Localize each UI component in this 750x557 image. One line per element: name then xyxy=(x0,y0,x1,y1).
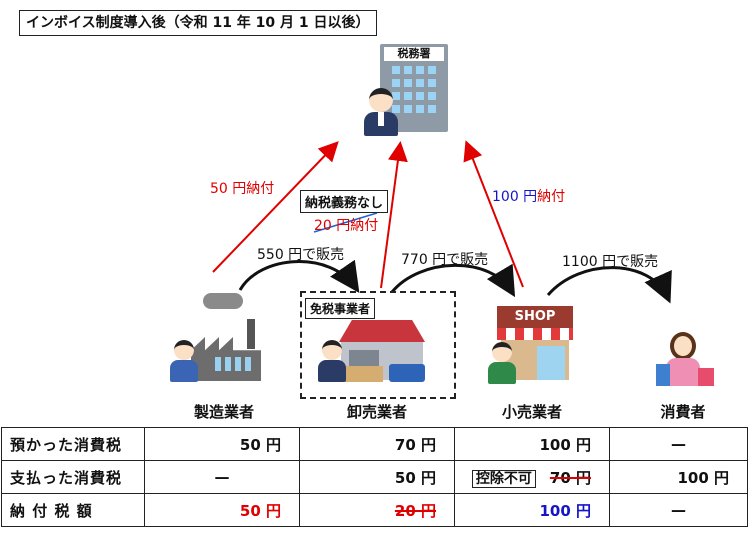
shop-sign: SHOP xyxy=(497,306,573,328)
table-cell: — xyxy=(144,460,300,494)
manufacturer-payment-label: 50 円納付 xyxy=(210,181,275,197)
table-cell: 100 円 xyxy=(454,427,610,461)
consumer-icon xyxy=(656,326,716,388)
sale-arc-3 xyxy=(546,266,672,304)
actor-manufacturer: 製造業者 xyxy=(193,403,254,421)
table-cell: 50 円 xyxy=(299,460,455,494)
retailer-payment-label: 100 円納付 xyxy=(492,186,565,206)
factory-icon xyxy=(185,293,263,383)
table-row: 納 付 税 額 50 円 20 円 100 円 — xyxy=(1,493,748,527)
struck-amount: 70 円 xyxy=(549,468,591,487)
row-label: 納 付 税 額 xyxy=(1,493,145,527)
table-cell: 50 円 xyxy=(144,427,300,461)
manufacturer-tax-arrow xyxy=(212,141,339,273)
tax-office-illustration: 税務署 xyxy=(380,44,448,132)
struck-amount: 20 円 xyxy=(394,501,436,520)
manufacturer-person-icon xyxy=(170,340,198,384)
no-tax-obligation-box: 納税義務なし xyxy=(300,190,389,213)
wholesaler-payment-struck: 20 円納付 xyxy=(314,218,379,234)
exempt-business-frame xyxy=(300,291,456,399)
cancel-slash xyxy=(313,212,378,233)
retailer-payment-suffix: 納付 xyxy=(537,189,566,205)
table-row: 支払った消費税 — 50 円 控除不可 70 円 100 円 xyxy=(1,460,748,494)
table-cell: 100 円 xyxy=(609,460,748,494)
actor-retailer: 小売業者 xyxy=(501,403,562,421)
retailer-tax-arrow xyxy=(463,140,524,288)
retailer-payment-amount: 100 円 xyxy=(492,189,538,205)
nondeductible-tag: 控除不可 xyxy=(471,469,536,488)
tax-official-icon xyxy=(362,88,400,138)
sale-label-1: 550 円で販売 xyxy=(257,247,345,263)
sale-label-3: 1100 円で販売 xyxy=(562,254,659,270)
row-label: 支払った消費税 xyxy=(1,460,145,494)
table-row: 預かった消費税 50 円 70 円 100 円 — xyxy=(1,427,748,461)
table-cell: 20 円 xyxy=(299,493,455,527)
table-cell: 50 円 xyxy=(144,493,300,527)
actor-wholesaler: 卸売業者 xyxy=(346,403,407,421)
wholesaler-tax-arrow xyxy=(380,141,408,289)
warehouse-icon xyxy=(335,320,427,382)
diagram-title: インボイス制度導入後（令和 11 年 10 月 1 日以後） xyxy=(19,10,377,36)
tax-summary-table: 預かった消費税 50 円 70 円 100 円 — 支払った消費税 — 50 円… xyxy=(1,427,748,527)
table-cell: 70 円 xyxy=(299,427,455,461)
table-cell: — xyxy=(609,493,748,527)
sale-arc-1 xyxy=(238,259,360,293)
exempt-business-label: 免税事業者 xyxy=(305,298,376,319)
table-cell-nondeductible: 控除不可 70 円 xyxy=(454,460,610,494)
sale-label-2: 770 円で販売 xyxy=(401,252,489,268)
table-cell: 100 円 xyxy=(454,493,610,527)
wholesaler-person-icon xyxy=(318,340,346,384)
shop-icon: SHOP xyxy=(497,306,573,380)
table-cell: — xyxy=(609,427,748,461)
sale-arc-2 xyxy=(390,263,516,298)
actor-consumer: 消費者 xyxy=(660,403,706,421)
retailer-person-icon xyxy=(488,342,516,386)
tax-office-sign: 税務署 xyxy=(384,47,444,61)
row-label: 預かった消費税 xyxy=(1,427,145,461)
